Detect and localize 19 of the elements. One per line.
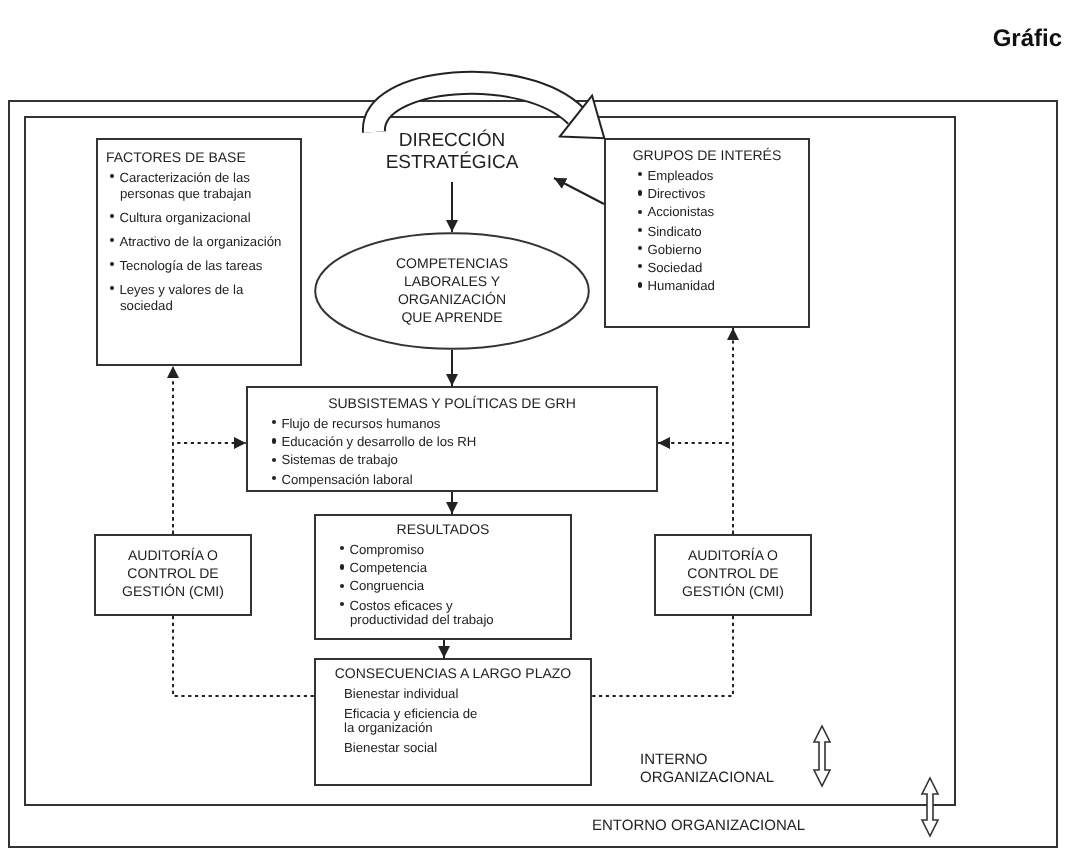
page-heading: Gráfic (992, 24, 1062, 52)
process-box (314, 514, 572, 640)
node-text: DIRECCIÓN ESTRATÉGICA (383, 132, 521, 174)
outer-frame (8, 100, 1058, 848)
curved-arrow (362, 70, 606, 140)
process-box (604, 138, 810, 328)
arrow (446, 181, 458, 233)
process-box (654, 534, 812, 616)
process-box (246, 386, 658, 492)
process-box (94, 534, 252, 616)
dotted-arrow (172, 437, 247, 535)
process-box (314, 658, 592, 786)
arrow (446, 349, 458, 387)
arrow (438, 639, 450, 659)
arrow (446, 491, 458, 515)
process-box (96, 138, 302, 366)
arrow (553, 177, 605, 205)
dotted-arrow (657, 437, 734, 535)
inner-frame (24, 116, 956, 806)
